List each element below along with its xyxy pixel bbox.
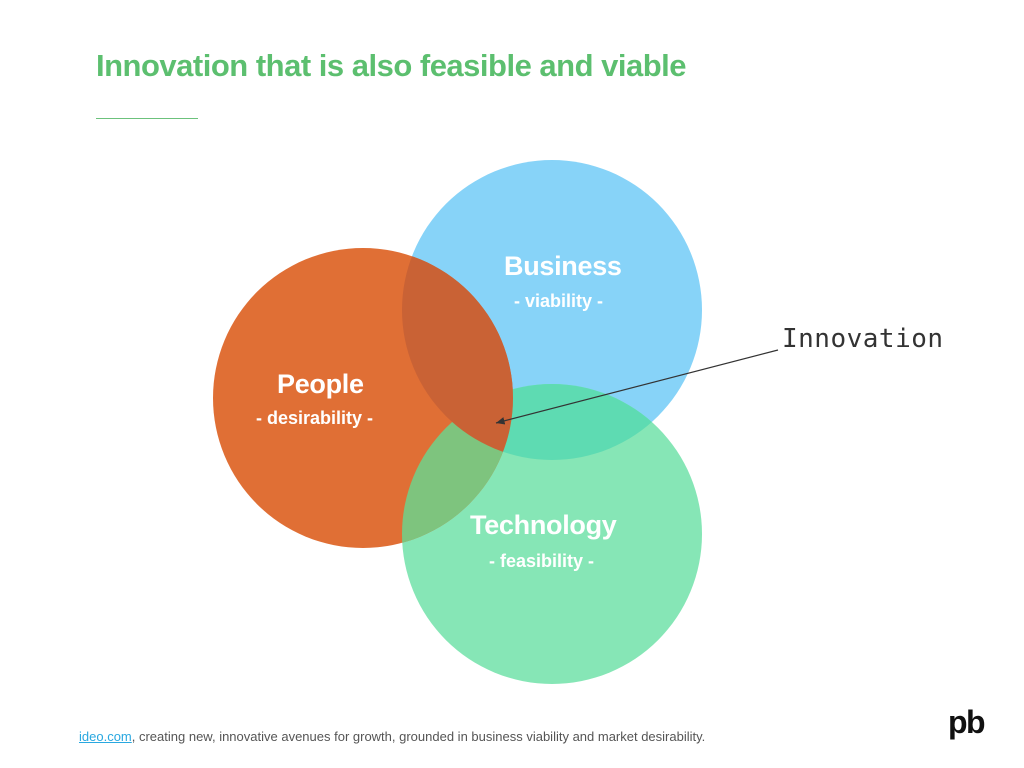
people-business-overlap <box>402 248 513 460</box>
title-underline <box>96 118 198 119</box>
footer-caption: ideo.com, creating new, innovative avenu… <box>79 729 705 744</box>
technology-subtitle: - feasibility - <box>489 551 595 571</box>
innovation-annotation: Innovation <box>782 324 944 354</box>
people-technology-overlap <box>402 384 513 548</box>
pb-logo: pb <box>948 704 986 740</box>
page-title: Innovation that is also feasible and via… <box>96 48 687 83</box>
footer-text: , creating new, innovative avenues for g… <box>131 729 706 744</box>
business-title: Business <box>504 251 622 281</box>
business-subtitle: - viability - <box>514 291 604 311</box>
ideo-link[interactable]: ideo.com <box>79 729 132 744</box>
technology-title: Technology <box>470 510 617 540</box>
people-title: People <box>277 369 364 399</box>
people-subtitle: - desirability - <box>256 408 374 428</box>
innovation-arrow <box>495 349 779 425</box>
